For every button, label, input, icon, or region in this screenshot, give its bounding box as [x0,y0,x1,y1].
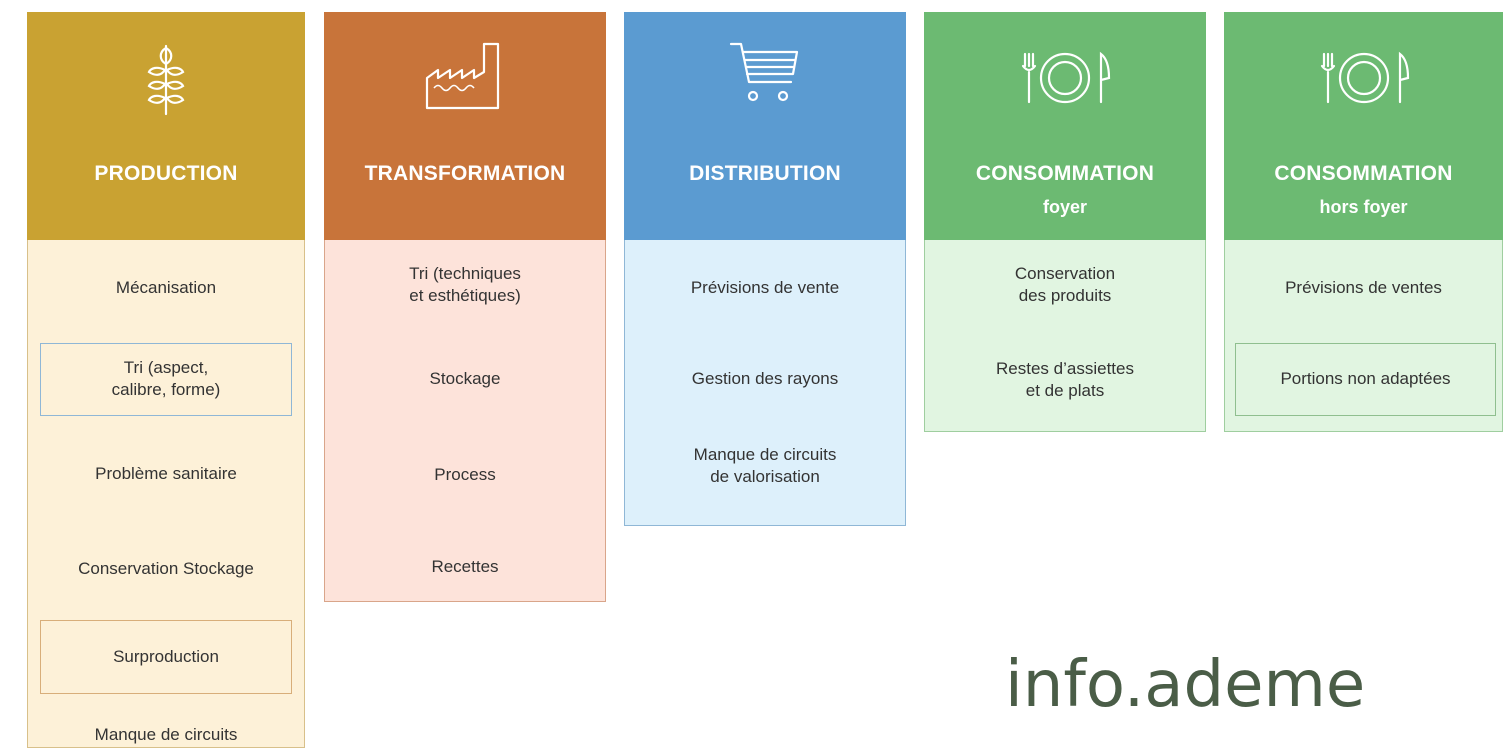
column-consommation-hors-foyer: CONSOMMATION hors foyer Prévisions de ve… [1224,12,1503,432]
list-item: Prévisions de ventes [1285,278,1442,297]
column-header: PRODUCTION [27,12,305,240]
list-item: Restes d’assiettes et de plats [996,359,1134,400]
column-body: Mécanisation Tri (aspect, calibre, forme… [27,240,305,748]
list-item: Gestion des rayons [691,369,839,388]
column-title: CONSOMMATION [1274,162,1453,185]
cart-icon [727,34,803,119]
column-header: TRANSFORMATION [324,12,606,240]
column-production: PRODUCTION Mécanisation Tri (aspect, cal… [27,12,305,748]
wheat-icon [141,38,191,121]
list-item-label: Tri (aspect, calibre, forme) [111,358,221,399]
list-item: Problème sanitaire [95,464,237,483]
column-transformation: TRANSFORMATION Tri (techniques et esthét… [324,12,606,602]
column-subtitle: hors foyer [1319,197,1408,217]
column-distribution: DISTRIBUTION Prévisions de vente Gestion… [624,12,906,526]
column-title: TRANSFORMATION [364,162,566,185]
list-item: Prévisions de vente [690,278,840,297]
column-header: DISTRIBUTION [624,12,906,240]
list-item: Manque de circuits [94,725,238,744]
list-item: Recettes [431,557,499,576]
list-item-highlighted: Tri (aspect, calibre, forme) [40,343,292,416]
list-item: Conservation Stockage [78,559,254,578]
plate-cutlery-icon [1015,50,1115,111]
list-item-label: Surproduction [113,647,219,666]
list-item-highlighted: Surproduction [40,620,292,694]
list-item: Mécanisation [115,278,217,297]
column-title: CONSOMMATION [975,162,1155,185]
factory-icon [422,38,508,115]
list-item-label: Portions non adaptées [1280,369,1451,388]
column-body: Prévisions de ventes Portions non adapté… [1224,240,1503,432]
list-item: Process [434,465,496,484]
list-item: Conservation des produits [1014,264,1116,305]
column-title: DISTRIBUTION [689,162,841,185]
column-header: CONSOMMATION foyer [924,12,1206,240]
column-body: Prévisions de vente Gestion des rayons M… [624,240,906,526]
watermark-text: info.ademe [1005,648,1366,722]
column-body: Conservation des produits Restes d’assie… [924,240,1206,432]
plate-cutlery-icon [1314,50,1414,111]
list-item: Stockage [429,369,501,388]
column-subtitle: foyer [1042,197,1087,217]
list-item: Manque de circuits de valorisation [693,445,837,486]
column-header: CONSOMMATION hors foyer [1224,12,1503,240]
list-item-highlighted: Portions non adaptées [1235,343,1496,416]
column-title: PRODUCTION [94,162,238,185]
column-consommation-foyer: CONSOMMATION foyer Conservation des prod… [924,12,1206,432]
list-item: Tri (techniques et esthétiques) [409,264,521,305]
column-body: Tri (techniques et esthétiques) Stockage… [324,240,606,602]
